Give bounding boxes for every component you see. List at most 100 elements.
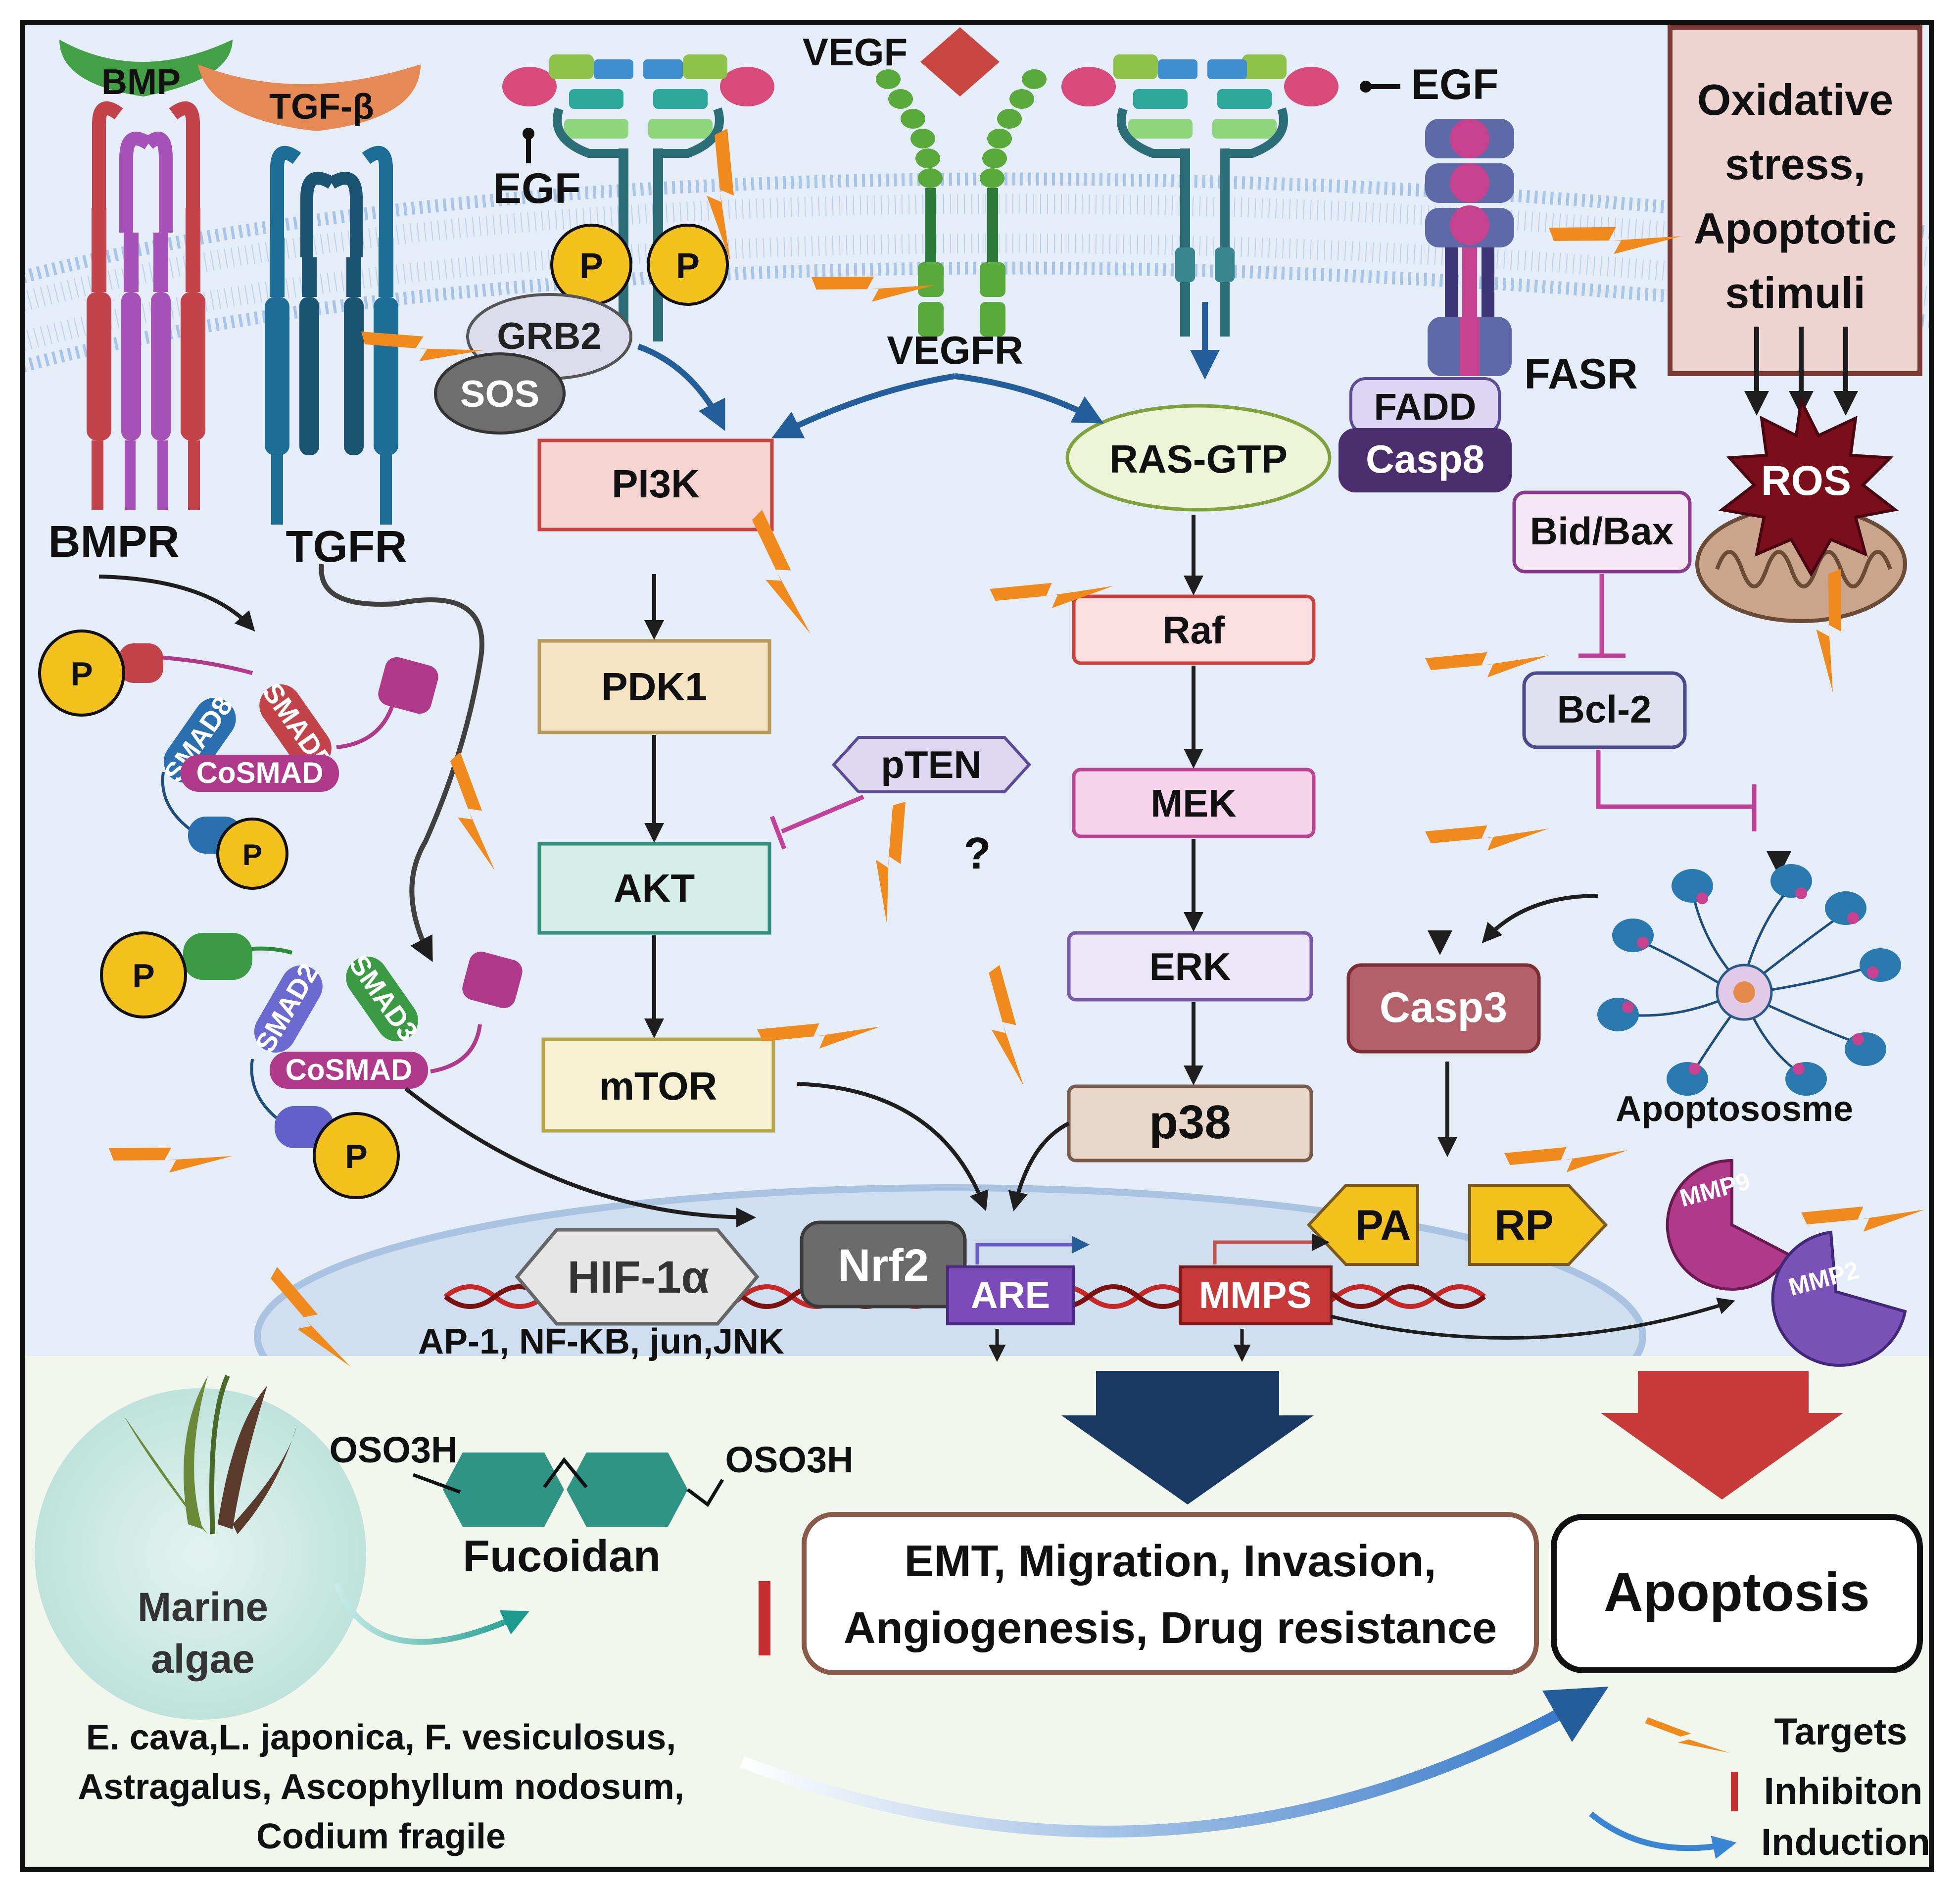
svg-text:algae: algae (151, 1637, 255, 1682)
svg-text:P: P (132, 957, 154, 995)
algae-species-text: E. cava,L. japonica, F. vesiculosus, Ast… (78, 1718, 684, 1856)
legend-targets: Targets (1645, 1711, 1908, 1753)
fadd-protein: FADD (1349, 377, 1501, 435)
vegfr-label: VEGFR (887, 328, 1023, 372)
svg-text:HIF-1α: HIF-1α (568, 1252, 710, 1303)
vegf-ligand: VEGF (803, 27, 1000, 97)
svg-text:Raf: Raf (1162, 608, 1225, 652)
sos-protein: SOS (434, 352, 566, 435)
phospho-p-left-2: P (647, 224, 729, 306)
svg-text:BMP: BMP (101, 62, 181, 102)
pi3k-node: PI3K (537, 438, 774, 532)
svg-text:Targets: Targets (1774, 1711, 1908, 1753)
svg-text:stress,: stress, (1725, 140, 1865, 189)
ras-gtp-node: RAS-GTP (1065, 404, 1332, 512)
vegfr-to-ras-arrow (955, 373, 1104, 424)
p38-node: p38 (1067, 1084, 1313, 1163)
fucoidan-induces-apoptosis-arrow (740, 1686, 1609, 1838)
svg-text:pTEN: pTEN (881, 743, 982, 786)
bmpr-receptor (87, 101, 205, 510)
outer-border (20, 20, 1934, 1872)
svg-text:Bcl-2: Bcl-2 (1557, 687, 1652, 731)
svg-text:FADD: FADD (1374, 386, 1477, 428)
svg-text:PDK1: PDK1 (601, 665, 707, 709)
svg-text:Astragalus, Ascophyllum nodosu: Astragalus, Ascophyllum nodosum, (78, 1767, 684, 1807)
svg-text:MEK: MEK (1150, 781, 1236, 825)
svg-text:Bid/Bax: Bid/Bax (1530, 509, 1673, 553)
svg-text:Apoptosis: Apoptosis (1604, 1562, 1870, 1623)
tgfr-label: TGFR (286, 522, 407, 572)
legend-inhibition: Inhibiton (1608, 1770, 1922, 1812)
bcl2-node: Bcl-2 (1522, 671, 1687, 749)
svg-text:P: P (676, 246, 700, 286)
pten-inhibits-akt (769, 794, 864, 850)
svg-text:PI3K: PI3K (612, 462, 700, 506)
smad-p-4: P (313, 1112, 400, 1199)
svg-text:Nrf2: Nrf2 (838, 1240, 929, 1291)
svg-text:OSO3H: OSO3H (329, 1429, 457, 1470)
svg-text:Marine: Marine (138, 1585, 268, 1630)
egf-right-ligand: EGF (1360, 61, 1498, 108)
pa-arrow-label: PA (1306, 1184, 1419, 1266)
svg-text:GRB2: GRB2 (497, 315, 601, 357)
svg-text:PA: PA (1355, 1202, 1411, 1249)
transcription-factors-label: AP-1, NF-KB, jun,JNK (418, 1322, 784, 1361)
outcome-box-emt: EMT, Migration, Invasion, Angiogenesis, … (802, 1512, 1539, 1675)
tgfr-to-smad-arrow (319, 564, 484, 962)
svg-text:RP: RP (1494, 1202, 1553, 1249)
apoptosome-label: Apoptososme (1616, 1089, 1853, 1129)
svg-text:Codium fragile: Codium fragile (256, 1817, 506, 1856)
fasr-label: FASR (1524, 350, 1637, 398)
outcome-box-apoptosis: Apoptosis (1551, 1514, 1923, 1673)
bmp-ligand: BMP (59, 40, 233, 102)
algae-to-fucoidan-arrow (334, 1582, 529, 1645)
svg-text:ARE: ARE (971, 1274, 1050, 1316)
nrf2-node: Nrf2 (800, 1220, 967, 1308)
svg-text:TGF-β: TGF-β (269, 87, 374, 127)
svg-text:EMT, Migration, Invasion,: EMT, Migration, Invasion, (904, 1537, 1436, 1586)
svg-text:AKT: AKT (614, 866, 695, 910)
mek-node: MEK (1072, 768, 1316, 838)
bmpr-label: BMPR (48, 517, 180, 567)
svg-text:SOS: SOS (460, 373, 540, 415)
svg-text:ROS: ROS (1761, 457, 1851, 504)
casp8-protein: Casp8 (1339, 428, 1512, 492)
pten-question-mark: ? (964, 829, 991, 878)
svg-text:OSO3H: OSO3H (725, 1439, 853, 1480)
membrane-outer-leaflet (20, 172, 1932, 284)
apoptosome-to-casp3-arrow (1482, 894, 1599, 943)
svg-text:EGF: EGF (1411, 61, 1499, 108)
bcl2-inhibits-apoptosome (1596, 750, 1757, 831)
svg-text:RAS-GTP: RAS-GTP (1109, 437, 1288, 481)
vegfr-receptor (876, 69, 1047, 337)
svg-text:P: P (579, 246, 603, 286)
legend-induction: Induction (1589, 1811, 1930, 1863)
fucoidan-inhibits-outcome (594, 1581, 770, 1655)
egfr-to-pi3k-arrow (637, 343, 725, 431)
svg-text:Fucoidan: Fucoidan (463, 1532, 661, 1581)
membrane-inner-leaflet (20, 261, 1932, 373)
fasr-receptor (1425, 119, 1514, 376)
legend: Targets Inhibiton Induction (1589, 1711, 1930, 1863)
oxidative-stress-box: Oxidative stress, Apoptotic stimuli (1668, 25, 1922, 376)
smad-to-nucleus-arrow (404, 1087, 756, 1227)
svg-text:EGF: EGF (493, 165, 581, 212)
bid-bax-node: Bid/Bax (1512, 490, 1692, 574)
rp-arrow-label: RP (1468, 1184, 1608, 1266)
svg-text:Induction: Induction (1761, 1821, 1930, 1863)
mmps-element: MMPS (1179, 1233, 1333, 1325)
svg-text:ERK: ERK (1149, 945, 1231, 988)
apoptosis-big-arrow (1601, 1371, 1843, 1500)
bmpr-to-smad-arrow (98, 575, 255, 631)
svg-text:mTOR: mTOR (599, 1064, 717, 1108)
svg-text:P: P (242, 838, 262, 872)
smad-p-3: P (100, 931, 187, 1018)
marine-algae-illustration: Marine algae (35, 1374, 366, 1720)
tgfr-receptor (265, 145, 398, 525)
svg-text:Apoptotic: Apoptotic (1694, 204, 1897, 253)
tgfb-ligand: TGF-β (198, 64, 421, 131)
p38-to-are-arrow (1008, 1121, 1070, 1212)
hif1a-node: HIF-1α (515, 1228, 760, 1326)
svg-text:stimuli: stimuli (1725, 268, 1865, 317)
